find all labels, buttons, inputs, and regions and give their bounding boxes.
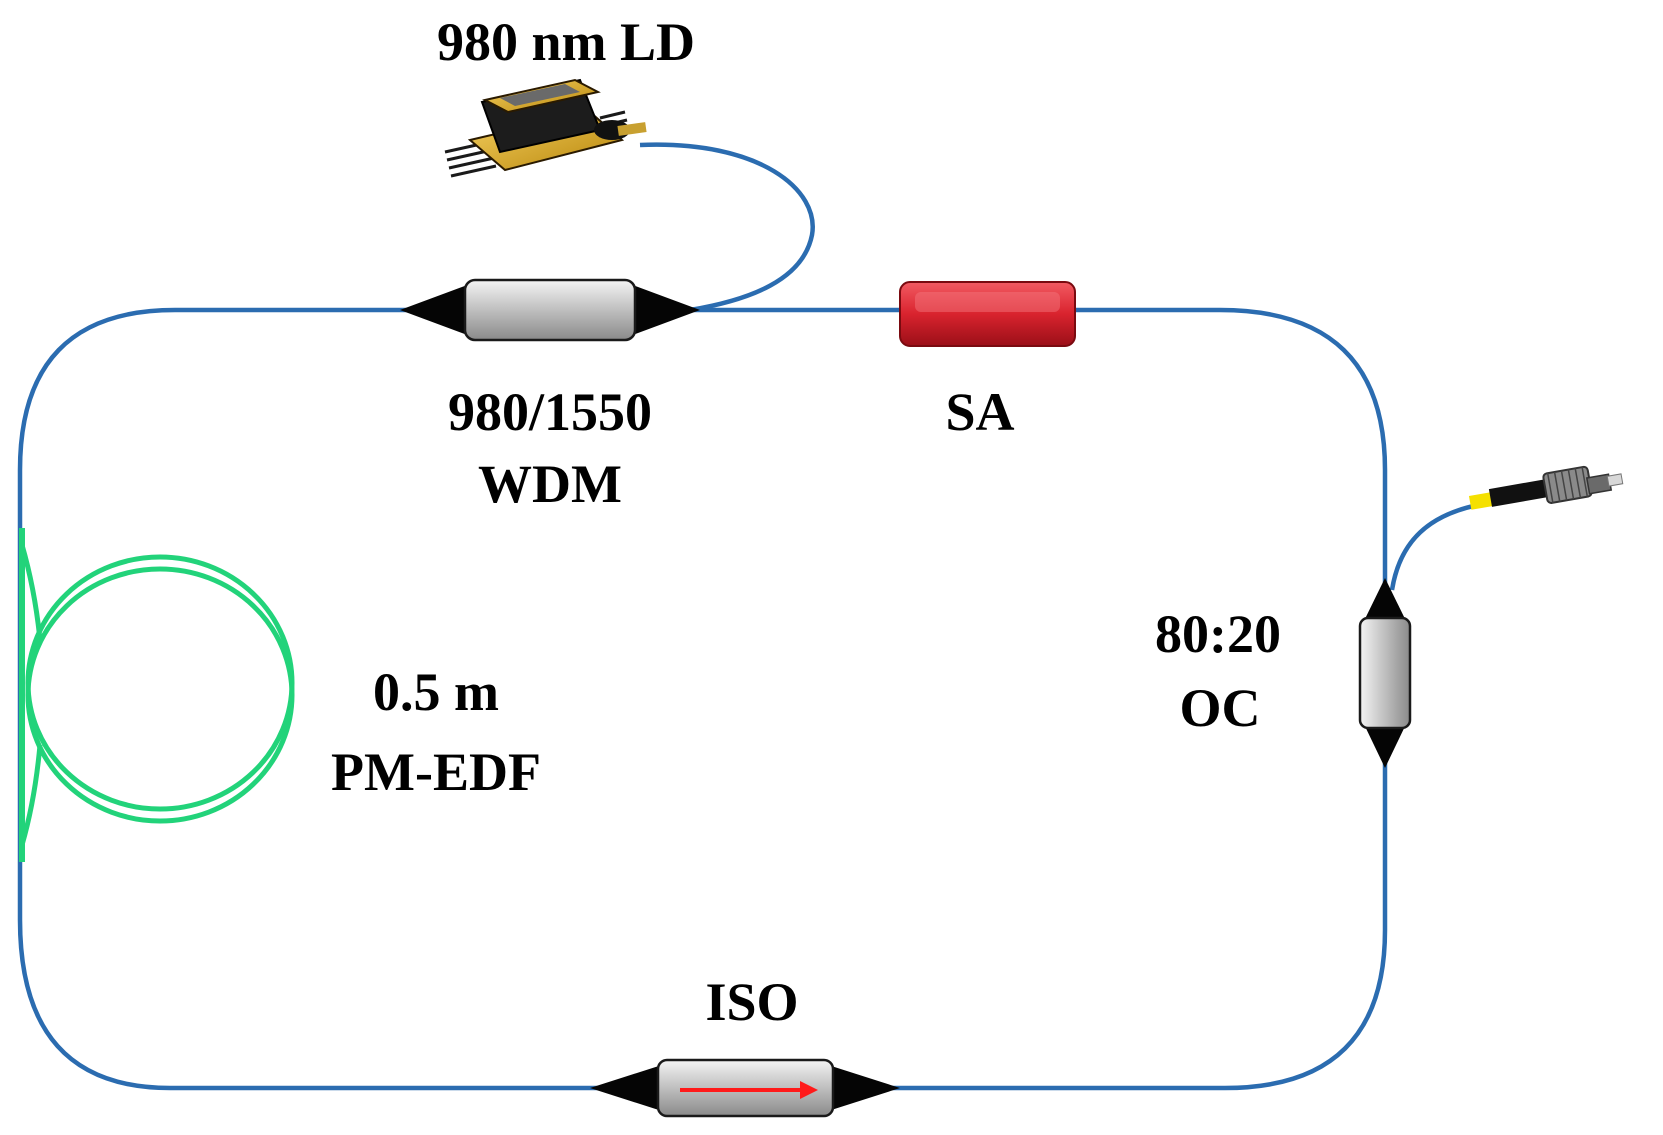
ring-fiber xyxy=(17,307,1388,1091)
sa-label: SA xyxy=(945,382,1014,442)
saturable-absorber xyxy=(899,281,1076,347)
coupler-label-line1: 80:20 xyxy=(1155,604,1281,664)
wdm-label-line1: 980/1550 xyxy=(448,382,652,442)
laser-diode-label: 980 nm LD xyxy=(437,12,695,72)
edf-label-line2: PM-EDF xyxy=(331,742,541,802)
edf-label-line1: 0.5 m xyxy=(373,662,499,722)
laser-diode-butterfly-icon xyxy=(444,78,647,178)
output-fiber xyxy=(1389,502,1479,591)
edf-coil xyxy=(19,544,295,846)
wdm-label-line2: WDM xyxy=(478,454,622,514)
wdm-coupler xyxy=(400,278,700,342)
fc-fiber-connector-icon xyxy=(1468,465,1624,510)
output-coupler xyxy=(1358,578,1412,768)
pump-fiber xyxy=(639,142,815,313)
coupler-label-line2: OC xyxy=(1180,678,1261,738)
isolator xyxy=(590,1058,900,1118)
isolator-label: ISO xyxy=(705,972,798,1032)
